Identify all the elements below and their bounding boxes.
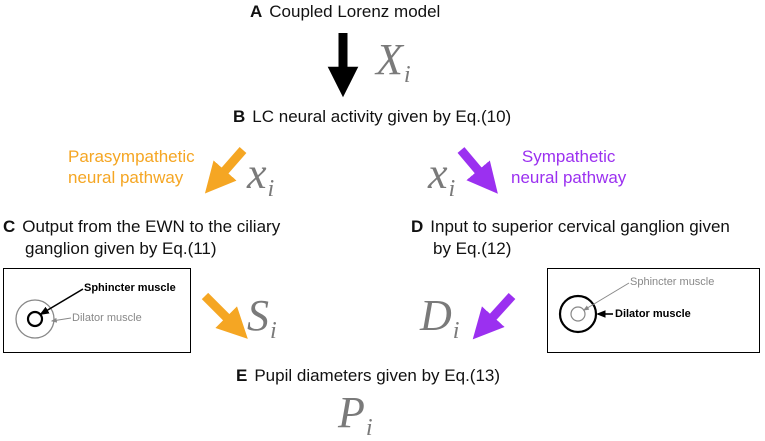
parasympathetic-label: Parasympathetic neural pathway — [68, 146, 195, 188]
node-b-letter: B — [233, 107, 246, 126]
node-a-text: Coupled Lorenz model — [269, 2, 441, 21]
sphincter-label-left: Sphincter muscle — [84, 282, 176, 294]
node-c-line1: Output from the EWN to the ciliary — [22, 217, 281, 236]
eye-left-outer-circle — [15, 299, 55, 339]
pointer-sphincter-right — [582, 282, 630, 311]
dilator-label-right: Dilator muscle — [615, 308, 691, 320]
sympathetic-label: Sympathetic neural pathway — [511, 146, 626, 188]
eye-right-outer-circle — [558, 294, 598, 334]
sympathetic-line1: Sympathetic — [521, 147, 616, 166]
eye-right-inner-circle — [570, 306, 586, 322]
node-c-line2: ganglion given by Eq.(11) — [25, 239, 217, 258]
node-e-letter: E — [236, 366, 248, 385]
node-a-letter: A — [250, 2, 263, 21]
arrow-b-to-c — [204, 147, 247, 194]
parasympathetic-line2: neural pathway — [68, 168, 184, 187]
symbol-S: Si — [247, 291, 277, 345]
parasympathetic-line1: Parasympathetic — [68, 147, 195, 166]
pointer-dilator-left — [50, 317, 72, 323]
node-c-line2-wrap: ganglion given by Eq.(11) — [25, 238, 217, 259]
node-e: E Pupil diameters given by Eq.(13) — [236, 365, 500, 386]
sphincter-label-right: Sphincter muscle — [630, 276, 715, 288]
eye-box-right — [547, 268, 760, 353]
symbol-D: Di — [420, 291, 460, 345]
node-d-letter: D — [411, 217, 424, 236]
node-d-line2-wrap: by Eq.(12) — [433, 238, 511, 259]
symbol-X: Xi — [376, 35, 411, 89]
symbol-x-left: xi — [247, 149, 275, 203]
dilator-label-left: Dilator muscle — [72, 312, 142, 324]
symbol-P: Pi — [338, 388, 373, 441]
node-b-text: LC neural activity given by Eq.(10) — [252, 107, 512, 126]
sympathetic-line2: neural pathway — [511, 168, 627, 187]
node-d: D Input to superior cervical ganglion giv… — [411, 216, 730, 237]
node-a: A Coupled Lorenz model — [250, 1, 440, 22]
arrow-b-to-d — [457, 147, 498, 194]
arrow-c-to-e — [201, 292, 248, 339]
arrow-d-to-e — [472, 292, 516, 340]
pointer-sphincter-left — [39, 288, 84, 315]
node-c: C Output from the EWN to the ciliary — [3, 216, 280, 237]
eye-box-left — [3, 268, 191, 353]
symbol-x-right: xi — [428, 149, 456, 203]
node-e-text: Pupil diameters given by Eq.(13) — [254, 366, 501, 385]
node-d-line2: by Eq.(12) — [433, 239, 512, 258]
eye-left-inner-circle — [26, 310, 44, 328]
node-b: B LC neural activity given by Eq.(10) — [233, 106, 511, 127]
node-d-line1: Input to superior cervical ganglion give… — [430, 217, 730, 236]
node-c-letter: C — [3, 217, 16, 236]
